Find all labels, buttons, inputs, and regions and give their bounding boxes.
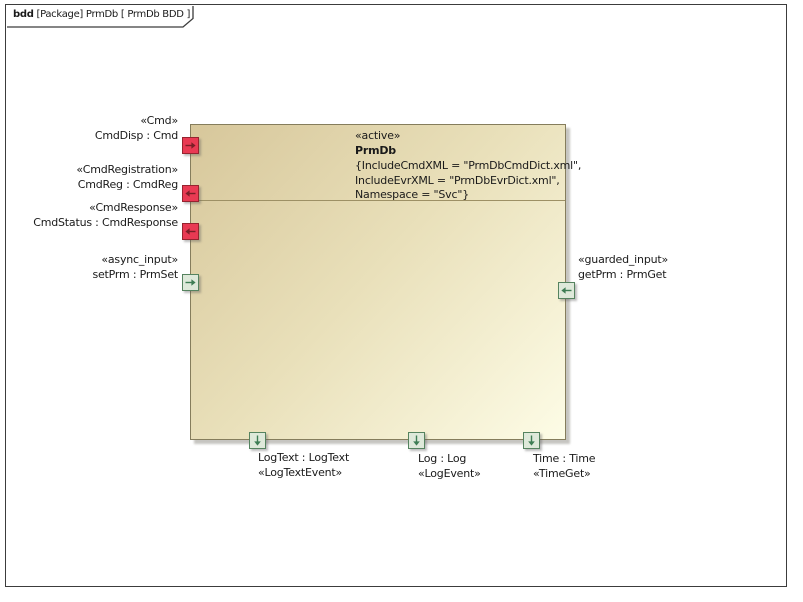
prmdb-block[interactable]	[190, 124, 566, 440]
arrow-left-icon	[561, 287, 572, 294]
port-cmdreg[interactable]	[182, 185, 199, 202]
block-stereotype: «active»	[355, 129, 401, 142]
port-name: CmdDisp : Cmd	[94, 128, 178, 142]
arrow-right-icon	[185, 142, 196, 149]
port-stereotype: «TimeGet»	[533, 466, 591, 480]
diagram-title-rest: [Package] PrmDb [ PrmDb BDD ]	[36, 9, 191, 20]
port-getprm[interactable]	[558, 282, 575, 299]
port-stereotype: «LogEvent»	[418, 466, 481, 480]
port-stereotype: «async_input»	[101, 253, 178, 266]
arrow-down-icon	[254, 435, 261, 446]
port-label-time: Time : Time «TimeGet»	[533, 452, 596, 481]
port-cmddisp[interactable]	[182, 137, 199, 154]
port-cmdstatus[interactable]	[182, 223, 199, 240]
compartment-separator	[191, 200, 565, 201]
diagram-kind-label: bdd	[13, 9, 34, 20]
arrow-down-icon	[528, 435, 535, 446]
port-name: LogText : LogText	[258, 451, 350, 464]
port-time[interactable]	[523, 432, 540, 449]
block-header: «active» PrmDb {IncludeCmdXML = "PrmDbCm…	[355, 129, 581, 203]
constraint-line: IncludeEvrXML = "PrmDbEvrDict.xml",	[355, 173, 560, 187]
port-stereotype: «CmdResponse»	[89, 201, 178, 214]
port-label-cmdstatus: «CmdResponse» CmdStatus : CmdResponse	[33, 201, 178, 230]
port-label-cmddisp: «Cmd» CmdDisp : Cmd	[95, 114, 178, 143]
port-log[interactable]	[408, 432, 425, 449]
arrow-right-icon	[185, 279, 196, 286]
port-name: setPrm : PrmSet	[92, 267, 178, 281]
port-stereotype: «guarded_input»	[578, 253, 669, 266]
port-setprm[interactable]	[182, 274, 199, 291]
port-name: getPrm : PrmGet	[578, 267, 667, 281]
block-constraints: {IncludeCmdXML = "PrmDbCmdDict.xml", Inc…	[355, 159, 581, 203]
port-label-logtext: LogText : LogText «LogTextEvent»	[258, 451, 349, 480]
diagram-title: bdd [Package] PrmDb [ PrmDb BDD ]	[13, 9, 190, 20]
diagram-tab	[6, 5, 194, 28]
arrow-left-icon	[185, 190, 196, 197]
port-label-cmdreg: «CmdRegistration» CmdReg : CmdReg	[76, 163, 178, 192]
port-name: CmdReg : CmdReg	[77, 177, 178, 191]
block-name: PrmDb	[355, 143, 396, 157]
port-logtext[interactable]	[249, 432, 266, 449]
arrow-down-icon	[413, 435, 420, 446]
port-name: CmdStatus : CmdResponse	[33, 215, 178, 229]
port-label-log: Log : Log «LogEvent»	[418, 452, 481, 481]
port-label-getprm: «guarded_input» getPrm : PrmGet	[578, 253, 668, 282]
port-name: Time : Time	[533, 452, 596, 465]
port-name: Log : Log	[418, 452, 467, 465]
port-stereotype: «LogTextEvent»	[258, 465, 343, 479]
constraint-line: {IncludeCmdXML = "PrmDbCmdDict.xml",	[355, 159, 582, 172]
port-stereotype: «Cmd»	[140, 114, 178, 127]
port-label-setprm: «async_input» setPrm : PrmSet	[92, 253, 178, 282]
port-stereotype: «CmdRegistration»	[76, 163, 178, 176]
constraint-line: Namespace = "Svc"}	[355, 188, 469, 201]
arrow-left-icon	[185, 228, 196, 235]
